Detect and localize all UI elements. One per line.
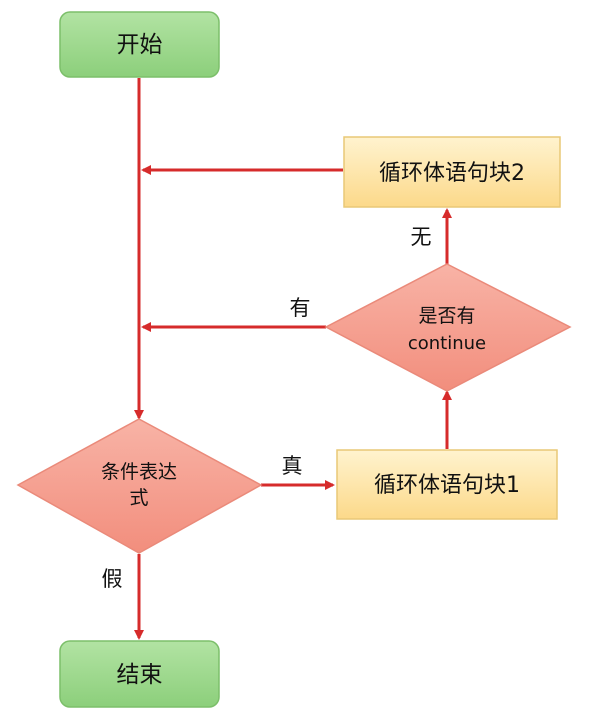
end-node-box: [59, 640, 220, 708]
condition-node: 条件表达 式: [16, 418, 263, 554]
condition-label-line2: 式: [129, 487, 148, 509]
block1-node-label: 循环体语句块1: [374, 473, 520, 498]
continue-check-node: 是否有 continue: [324, 263, 572, 392]
connectors: [134, 78, 452, 640]
block2-node-label: 循环体语句块2: [379, 161, 525, 186]
block1-node-box: [336, 449, 558, 520]
edge-label-true: 真: [282, 454, 303, 478]
continue-check-diamond: [324, 263, 572, 392]
start-node: 开始: [59, 11, 220, 78]
condition-label-line1: 条件表达: [101, 461, 177, 483]
condition-diamond: [16, 418, 263, 554]
start-node-label: 开始: [117, 32, 163, 58]
start-node-box: [59, 11, 220, 78]
block2-node-box: [343, 136, 561, 208]
edge-label-none: 无: [411, 225, 432, 249]
end-node-label: 结束: [117, 662, 163, 688]
continue-check-label-line1: 是否有: [418, 305, 475, 327]
edge-label-false: 假: [102, 567, 123, 591]
block2-node: 循环体语句块2: [343, 136, 561, 208]
continue-check-label-line2: continue: [408, 333, 486, 354]
end-node: 结束: [59, 640, 220, 708]
block1-node: 循环体语句块1: [336, 449, 558, 520]
edge-label-has: 有: [290, 296, 311, 320]
